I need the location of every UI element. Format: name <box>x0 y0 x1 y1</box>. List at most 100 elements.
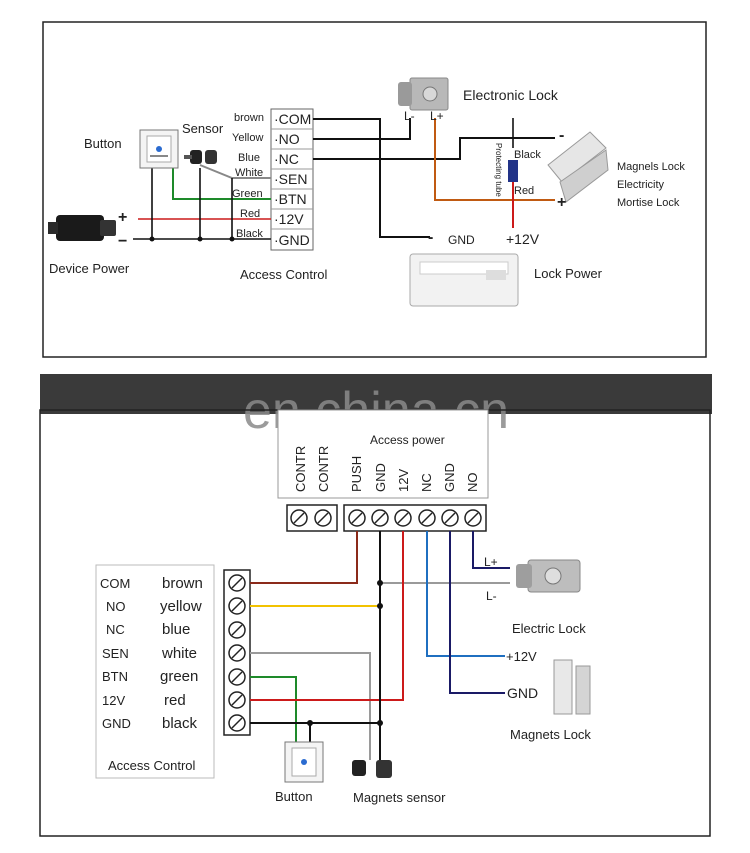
protecting-tube-icon <box>508 160 518 182</box>
magnets-lock-label: Magnets Lock <box>510 727 591 742</box>
bottom-12v-label: +12V <box>506 649 537 664</box>
access-screw-3-slot <box>231 647 243 659</box>
power-screw-2-slot <box>351 512 363 524</box>
top-12v-label: +12V <box>506 231 540 247</box>
legend-code-sen: SEN <box>102 646 129 661</box>
power-screw-6-slot <box>444 512 456 524</box>
top-l-minus: L- <box>404 109 415 123</box>
top-sensor-label: Sensor <box>182 121 224 136</box>
legend-codes: COM NO NC SEN BTN 12V GND <box>100 576 131 731</box>
power-screw-1-slot <box>317 512 329 524</box>
power-screw-5-slot <box>421 512 433 524</box>
top-black-label: Black <box>514 149 541 161</box>
access-screw-6-slot <box>231 717 243 729</box>
lock-power-supply-icon <box>409 253 519 307</box>
terminal-btn: ·BTN <box>274 191 307 207</box>
bottom-magnets-lock-icon <box>553 659 591 715</box>
pt-nc: NC <box>419 473 434 492</box>
top-lock-minus: - <box>559 127 564 144</box>
pt-contr-1: CONTR <box>293 446 308 492</box>
top-terminal-block: ·COM ·NO ·NC ·SEN ·BTN ·12V ·GND <box>270 108 314 251</box>
device-power-label: Device Power <box>49 261 130 276</box>
magnets-lock-line-3: Mortise Lock <box>617 197 680 209</box>
bottom-access-control-label: Access Control <box>108 758 196 773</box>
access-screw-0-slot <box>231 577 243 589</box>
electric-lock-label: Electric Lock <box>512 621 586 636</box>
access-control-screws <box>228 574 246 732</box>
legend-color-green: green <box>160 668 198 685</box>
access-power-box <box>277 409 489 499</box>
bottom-electric-lock-icon <box>516 559 581 593</box>
legend-color-blue: blue <box>162 621 190 638</box>
access-screw-5-slot <box>231 694 243 706</box>
pt-push: PUSH <box>349 456 364 492</box>
wire-label-green: Green <box>232 188 263 200</box>
wire-label-yellow: Yellow <box>232 132 263 144</box>
top-button-label: Button <box>84 136 122 151</box>
wire-label-blue: Blue <box>238 152 260 164</box>
access-screw-4-slot <box>231 671 243 683</box>
legend-color-red: red <box>164 692 186 709</box>
power-screws <box>290 509 482 527</box>
wire-label-brown: brown <box>234 112 264 124</box>
legend-color-black: black <box>162 715 198 732</box>
top-lock-plus: + <box>557 194 566 211</box>
power-screw-3-slot <box>374 512 386 524</box>
bottom-l-plus: L+ <box>484 555 498 569</box>
top-l-plus: L+ <box>430 109 444 123</box>
top-magnets-lock-icon <box>547 131 609 203</box>
bottom-l-minus: L- <box>486 589 497 603</box>
legend-color-yellow: yellow <box>160 598 202 615</box>
access-screw-2-slot <box>231 624 243 636</box>
power-screw-terminals <box>286 504 487 532</box>
legend-code-gnd: GND <box>102 716 131 731</box>
legend-code-nc: NC <box>106 622 125 637</box>
terminal-12v: ·12V <box>274 211 304 227</box>
bottom-button-label: Button <box>275 789 313 804</box>
wire-label-black: Black <box>236 228 263 240</box>
magnets-lock-line-2: Electricity <box>617 179 665 191</box>
top-exit-button-icon <box>139 129 179 169</box>
legend-color-brown: brown <box>162 575 203 592</box>
electronic-lock-icon <box>398 77 449 111</box>
access-screw-1-slot <box>231 600 243 612</box>
power-terminal-labels: CONTR CONTR PUSH GND 12V NC GND NO <box>293 446 480 492</box>
legend-code-no: NO <box>106 599 126 614</box>
terminal-sen: ·SEN <box>274 171 307 187</box>
power-screw-0-slot <box>293 512 305 524</box>
header-band <box>40 374 712 414</box>
pt-contr-2: CONTR <box>316 446 331 492</box>
electronic-lock-label: Electronic Lock <box>463 87 559 103</box>
pt-gnd-2: GND <box>442 463 457 492</box>
device-power-icon <box>48 215 116 241</box>
magnets-sensor-label: Magnets sensor <box>353 790 446 805</box>
top-wires <box>133 118 555 242</box>
top-gnd-minus: - <box>428 229 433 246</box>
terminal-nc: ·NC <box>274 151 299 167</box>
power-screw-7-slot <box>467 512 479 524</box>
access-control-legend <box>95 564 215 779</box>
top-access-control-label: Access Control <box>240 267 328 282</box>
bottom-gnd-label: GND <box>507 685 538 701</box>
top-sensor-icon <box>184 150 217 164</box>
access-power-label: Access power <box>370 433 445 447</box>
bottom-exit-button-icon <box>284 741 324 783</box>
terminal-gnd: ·GND <box>274 232 310 248</box>
device-plus: + <box>118 209 127 226</box>
power-screw-4-slot <box>397 512 409 524</box>
legend-code-com: COM <box>100 576 130 591</box>
terminal-com: ·COM <box>274 111 311 127</box>
legend-code-btn: BTN <box>102 669 128 684</box>
magnets-lock-line-1: Magnels Lock <box>617 161 685 173</box>
pt-12v: 12V <box>396 469 411 492</box>
lock-power-label: Lock Power <box>534 266 603 281</box>
pt-no: NO <box>465 473 480 493</box>
wire-label-white: White <box>235 167 263 179</box>
legend-colors: brown yellow blue white green red black <box>160 575 203 732</box>
protecting-tube-label: Protecting tube <box>494 143 503 197</box>
pt-gnd-1: GND <box>373 463 388 492</box>
terminal-no: ·NO <box>274 131 300 147</box>
top-panel-frame <box>42 21 707 358</box>
legend-color-white: white <box>161 645 197 662</box>
